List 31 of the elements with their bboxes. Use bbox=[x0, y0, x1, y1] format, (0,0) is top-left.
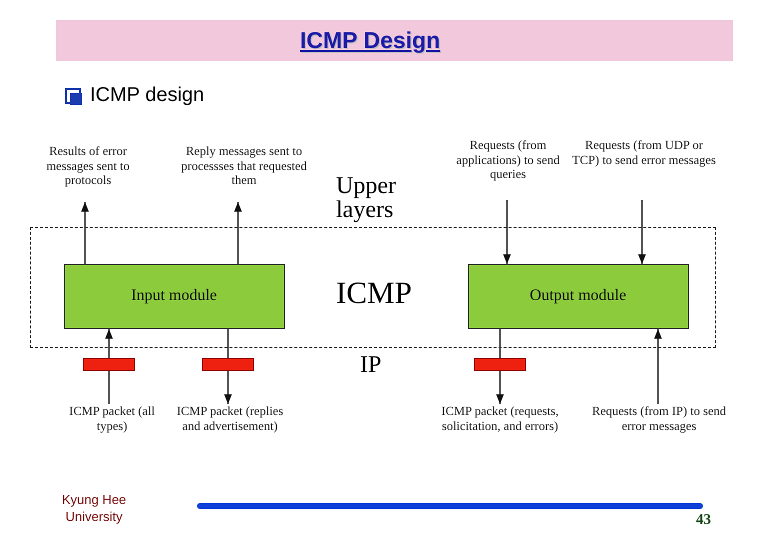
module-box bbox=[468, 264, 688, 328]
packet-bar bbox=[474, 358, 526, 371]
module-box bbox=[64, 264, 284, 328]
annotation-text: ICMP packet (replies and advertisement) bbox=[176, 404, 284, 450]
module-label: Input module bbox=[131, 287, 217, 305]
layer-label: IP bbox=[360, 352, 382, 379]
arrow bbox=[654, 329, 662, 404]
annotation-text: Results of error messages sent to protocols bbox=[36, 144, 140, 202]
arrow bbox=[81, 202, 89, 264]
annotation-text: Requests (from applications) to send queries bbox=[446, 138, 570, 200]
annotation-text: Reply messages sent to processses that requested them bbox=[178, 144, 310, 202]
layer-label: ICMP bbox=[336, 276, 412, 310]
arrow bbox=[503, 200, 511, 264]
packet-bar bbox=[202, 358, 254, 371]
university-name: Kyung Hee University bbox=[60, 491, 128, 525]
page-number: 43 bbox=[696, 512, 711, 529]
annotation-text: Requests (from UDP or TCP) to send error messages bbox=[572, 138, 716, 200]
arrow bbox=[105, 329, 113, 358]
arrow bbox=[638, 200, 646, 264]
bullet-text: ICMP design bbox=[90, 84, 204, 107]
annotation-text: ICMP packet (requests, solicitation, and errors) bbox=[432, 404, 568, 450]
slide-title: ICMP Design bbox=[300, 27, 440, 54]
arrow bbox=[234, 202, 242, 264]
annotation-text: Requests (from IP) to send error messages bbox=[588, 404, 730, 436]
layer-label: Upper layers bbox=[336, 174, 397, 222]
packet-bar bbox=[83, 358, 135, 371]
layer-region bbox=[30, 227, 716, 348]
arrow bbox=[224, 371, 232, 404]
annotation-text: ICMP packet (all types) bbox=[62, 404, 162, 436]
module-label: Output module bbox=[530, 287, 626, 305]
arrow bbox=[496, 371, 504, 404]
